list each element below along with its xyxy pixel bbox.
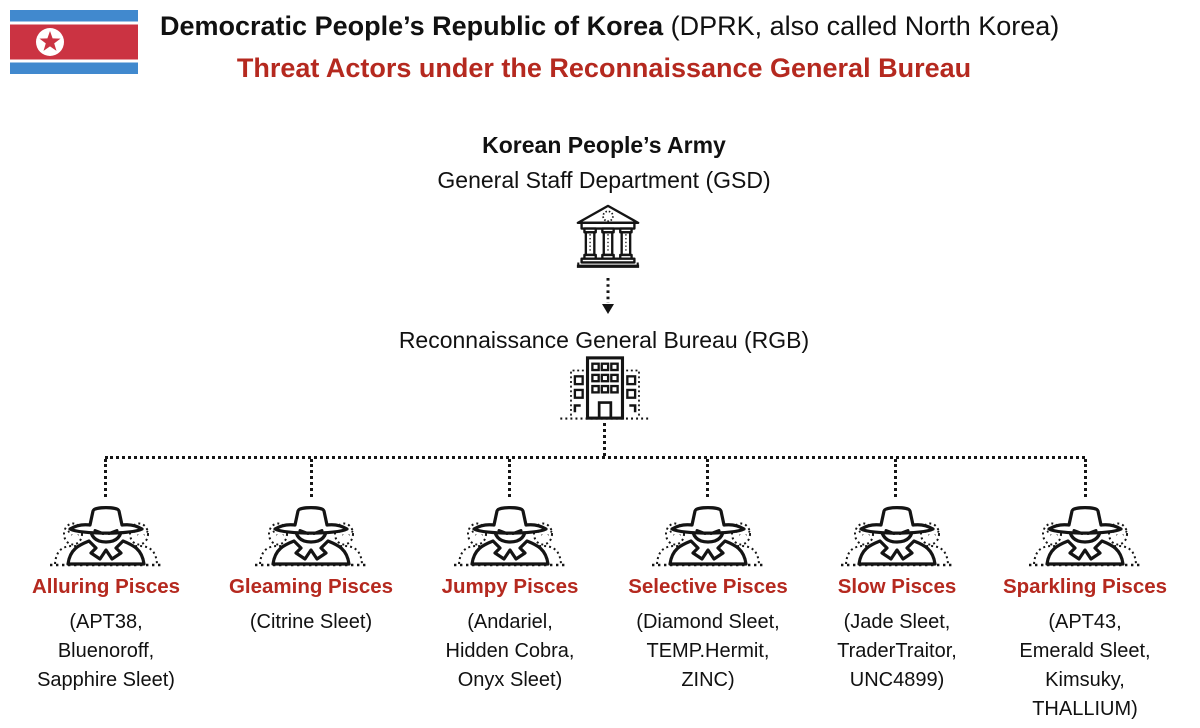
group-aliases: (APT43, Emerald Sleet, Kimsuky, THALLIUM…: [1019, 611, 1151, 720]
connector-rail: [105, 456, 1085, 459]
group-aliases: (Jade Sleet, TraderTraitor, UNC4899): [837, 611, 957, 691]
group-name: Selective Pisces: [628, 575, 788, 598]
spy-threat-group-icon: [841, 506, 953, 567]
threat-group-alluring-pisces: Alluring Pisces (APT38, Bluenoroff, Sapp…: [1, 498, 211, 695]
page-title-bold: Democratic People’s Republic of Korea: [160, 11, 664, 41]
group-aliases: (Diamond Sleet, TEMP.Hermit, ZINC): [636, 611, 780, 691]
group-name: Gleaming Pisces: [228, 575, 394, 598]
threat-group-selective-pisces: Selective Pisces (Diamond Sleet, TEMP.He…: [603, 498, 813, 695]
group-aliases: (APT38, Bluenoroff, Sapphire Sleet): [37, 611, 175, 691]
connector-drop: [706, 459, 709, 497]
spy-threat-group-icon: [1029, 506, 1141, 567]
threat-group-sparkling-pisces: Sparkling Pisces (APT43, Emerald Sleet, …: [980, 498, 1190, 724]
threat-group-slow-pisces: Slow Pisces (Jade Sleet, TraderTraitor, …: [792, 498, 1002, 695]
rgb-label: Reconnaissance General Bureau (RGB): [398, 327, 810, 353]
threat-group-jumpy-pisces: Jumpy Pisces (Andariel, Hidden Cobra, On…: [405, 498, 615, 695]
spy-threat-group-icon: [454, 506, 566, 567]
spy-threat-group-icon: [255, 506, 367, 567]
group-name: Alluring Pisces: [31, 575, 181, 598]
office-building-icon: [557, 354, 653, 427]
spy-threat-group-icon: [50, 506, 162, 567]
group-name: Slow Pisces: [837, 575, 957, 598]
north-korea-flag-icon: [10, 10, 138, 79]
government-building-icon: [575, 203, 641, 276]
connector-trunk: [603, 423, 606, 456]
army-title: Korean People’s Army: [482, 132, 726, 158]
dotted-down-arrow-icon: [600, 277, 616, 319]
connector-drop: [104, 459, 107, 497]
threat-group-gleaming-pisces: Gleaming Pisces (Citrine Sleet): [206, 498, 416, 637]
connector-drop: [894, 459, 897, 497]
group-aliases: (Andariel, Hidden Cobra, Onyx Sleet): [445, 611, 575, 691]
gsd-label: General Staff Department (GSD): [437, 167, 771, 193]
spy-threat-group-icon: [652, 506, 764, 567]
page-subtitle: Threat Actors under the Reconnaissance G…: [236, 53, 972, 83]
page-title-rest: (DPRK, also called North Korea): [663, 11, 1060, 41]
connector-drop: [508, 459, 511, 497]
group-name: Jumpy Pisces: [441, 575, 579, 598]
page-title: Democratic People’s Republic of Korea (D…: [160, 11, 1059, 42]
group-name: Sparkling Pisces: [1002, 575, 1168, 598]
group-aliases: (Citrine Sleet): [249, 611, 373, 633]
connector-drop: [1084, 459, 1087, 497]
connector-drop: [310, 459, 313, 497]
